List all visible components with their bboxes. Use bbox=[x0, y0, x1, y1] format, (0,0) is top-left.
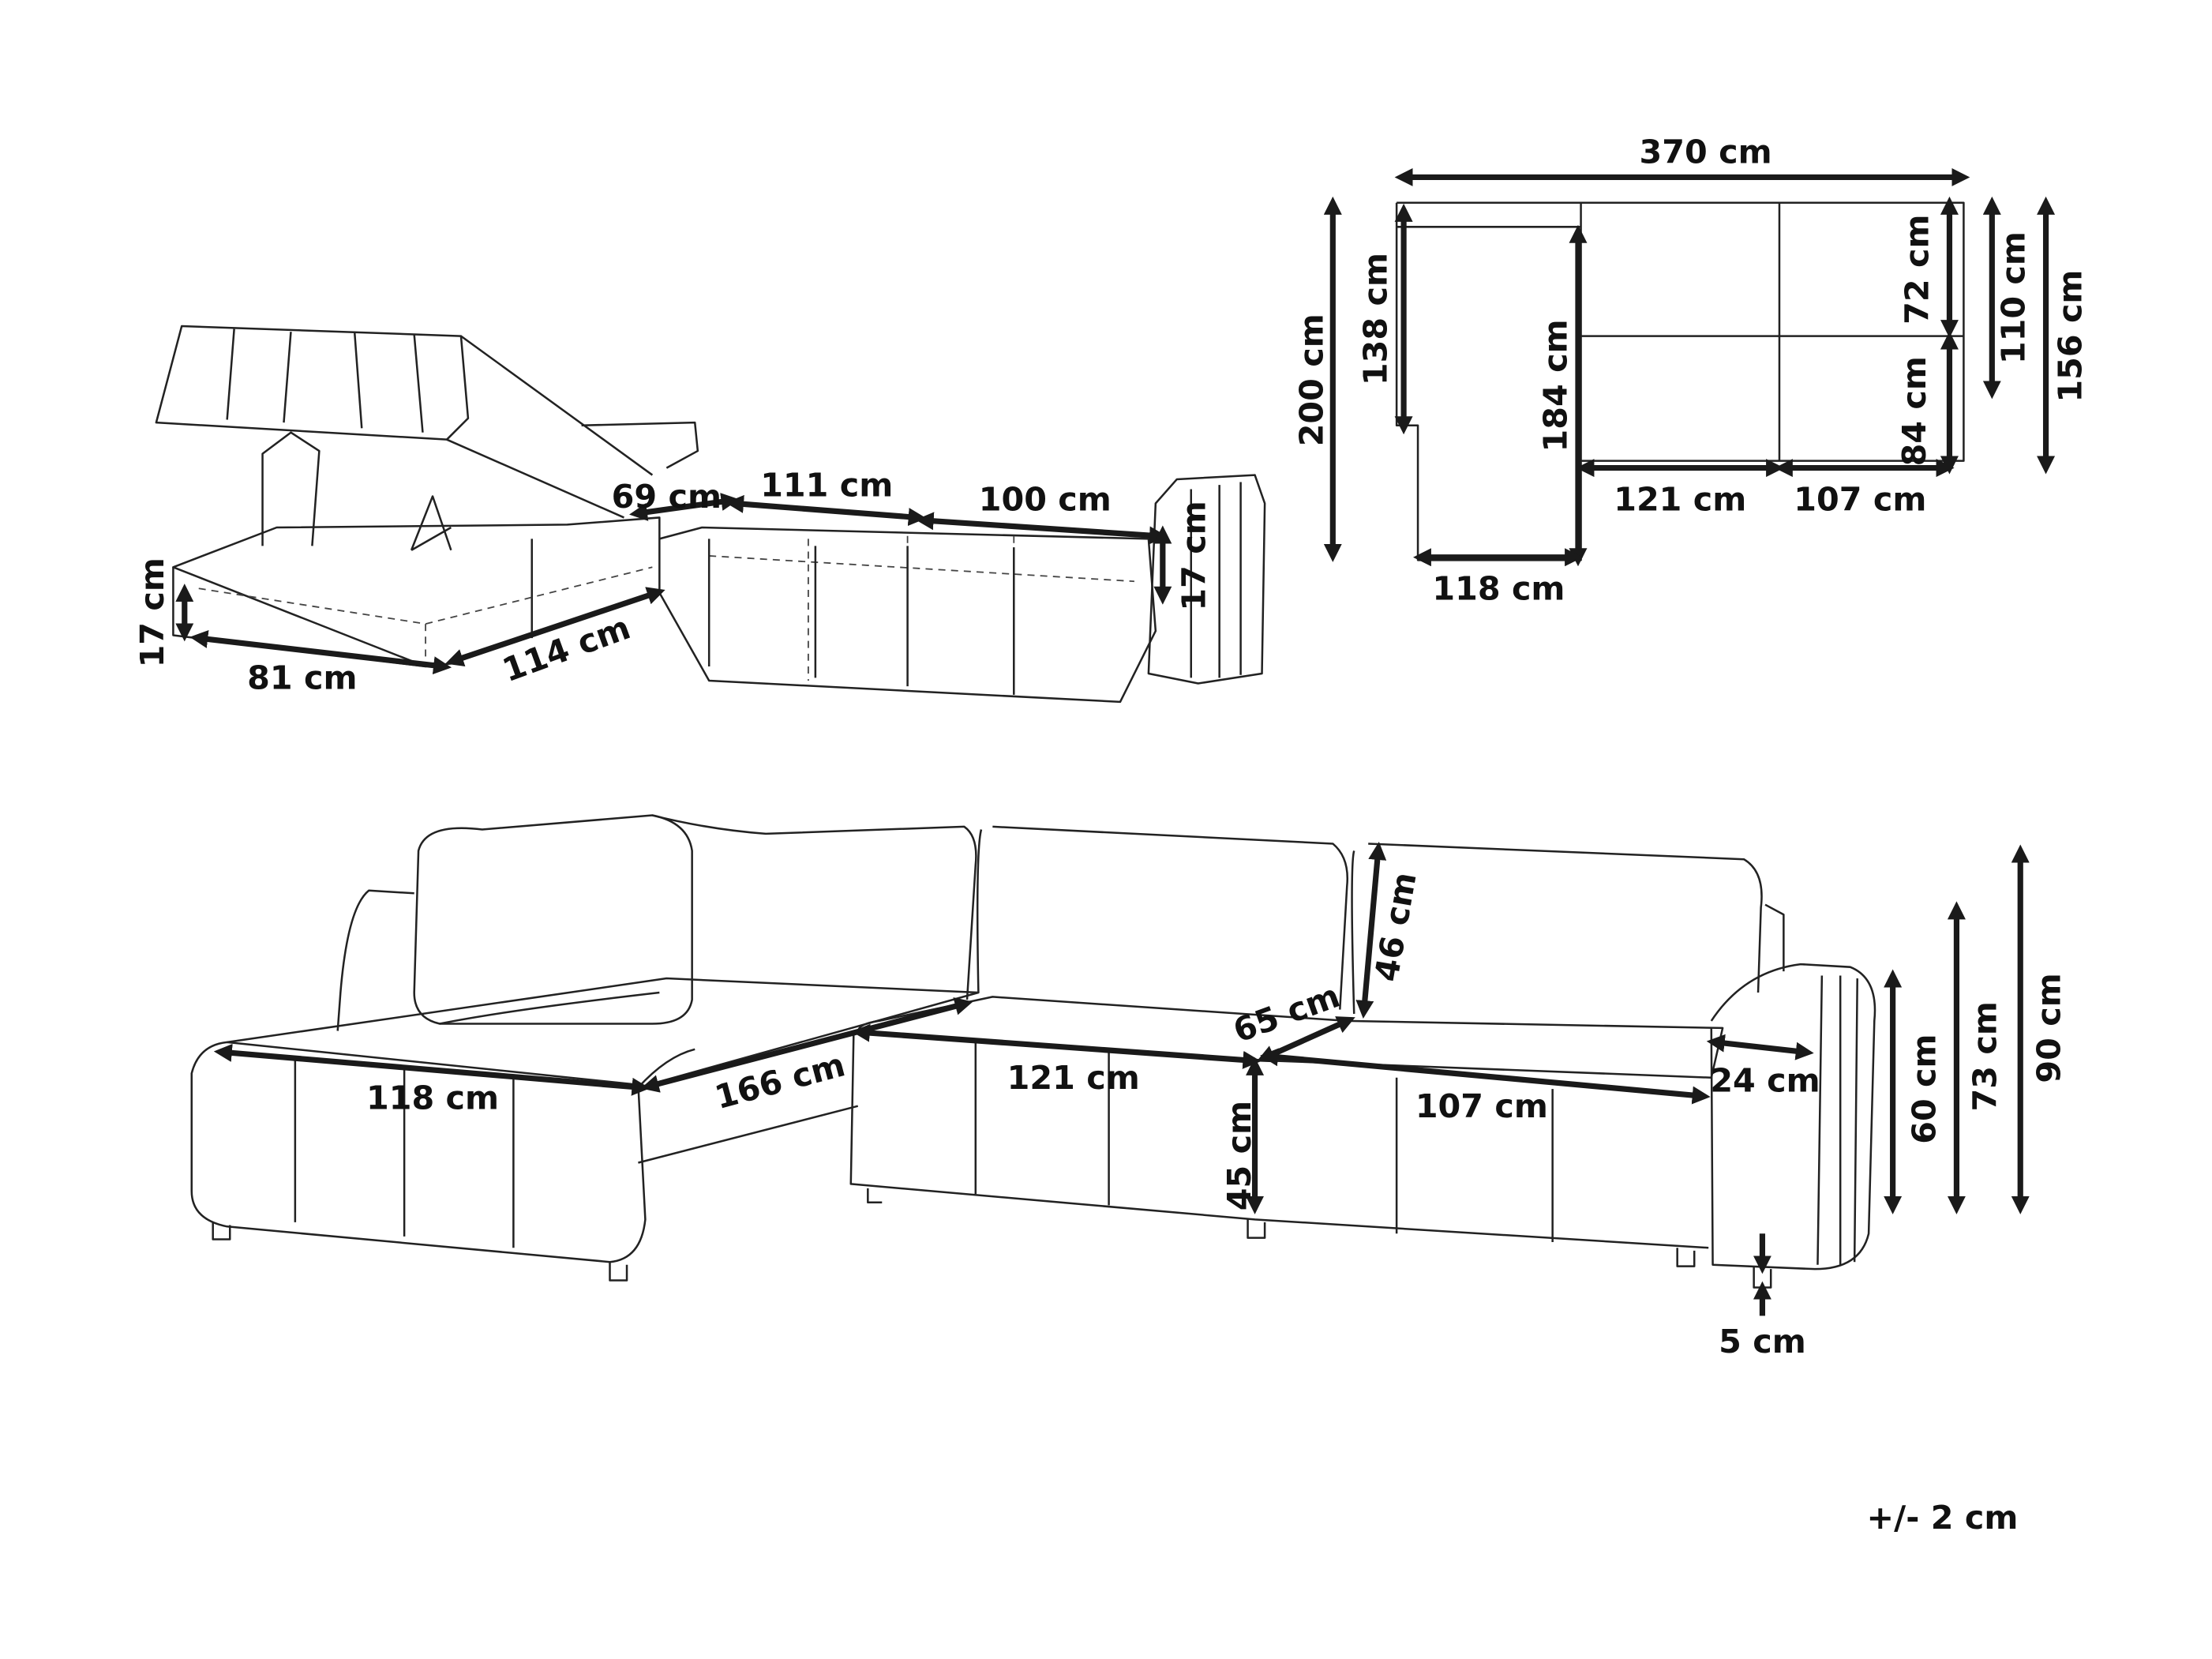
label-107cm: 107 cm bbox=[1794, 480, 1926, 518]
front-view-drawing bbox=[190, 814, 1876, 1289]
label-24cm: 24 cm bbox=[1710, 1062, 1820, 1100]
label-69cm: 69 cm bbox=[612, 478, 722, 516]
dim-arrow bbox=[851, 1023, 1262, 1069]
label-184cm: 184 cm bbox=[1537, 319, 1575, 452]
dim-arrow bbox=[629, 493, 740, 521]
plan-view-drawing bbox=[1395, 201, 1965, 561]
label-121cm-front: 121 cm bbox=[1007, 1059, 1140, 1097]
label-73cm: 73 cm bbox=[1966, 1001, 2004, 1111]
label-370cm: 370 cm bbox=[1640, 133, 1772, 171]
dim-arrow bbox=[1260, 1048, 1711, 1105]
label-138cm: 138 cm bbox=[1357, 253, 1395, 385]
label-100cm: 100 cm bbox=[979, 480, 1112, 518]
label-156cm: 156 cm bbox=[2051, 270, 2089, 403]
label-17cm-right: 17 cm bbox=[1175, 501, 1213, 610]
label-107cm-front: 107 cm bbox=[1415, 1087, 1548, 1125]
label-81cm: 81 cm bbox=[247, 659, 357, 697]
label-200cm: 200 cm bbox=[1293, 313, 1331, 446]
dim-arrow bbox=[640, 997, 973, 1093]
label-72cm: 72 cm bbox=[1899, 215, 1936, 325]
label-90cm: 90 cm bbox=[2030, 973, 2068, 1083]
label-17cm-left: 17 cm bbox=[133, 557, 171, 667]
label-110cm: 110 cm bbox=[1995, 231, 2033, 364]
label-118cm: 118 cm bbox=[1432, 570, 1565, 608]
dim-arrow bbox=[213, 1043, 650, 1096]
label-121cm: 121 cm bbox=[1614, 480, 1746, 518]
label-166cm: 166 cm bbox=[711, 1045, 849, 1117]
label-45cm: 45 cm bbox=[1220, 1101, 1258, 1210]
dim-arrow bbox=[1706, 1034, 1814, 1060]
label-111cm: 111 cm bbox=[760, 467, 893, 505]
dim-arrow bbox=[725, 494, 927, 527]
tolerance-note: +/- 2 cm bbox=[1867, 1499, 2019, 1537]
dim-arrow bbox=[189, 629, 452, 675]
dim-arrow bbox=[1355, 841, 1387, 1019]
label-84cm: 84 cm bbox=[1895, 356, 1933, 466]
label-65cm: 65 cm bbox=[1228, 977, 1344, 1050]
dim-arrow bbox=[445, 587, 665, 667]
label-118cm-front: 118 cm bbox=[366, 1079, 499, 1117]
label-5cm: 5 cm bbox=[1719, 1323, 1806, 1361]
label-60cm: 60 cm bbox=[1906, 1034, 1944, 1143]
dim-arrow bbox=[915, 512, 1168, 545]
storage-view-drawing bbox=[155, 325, 1266, 704]
